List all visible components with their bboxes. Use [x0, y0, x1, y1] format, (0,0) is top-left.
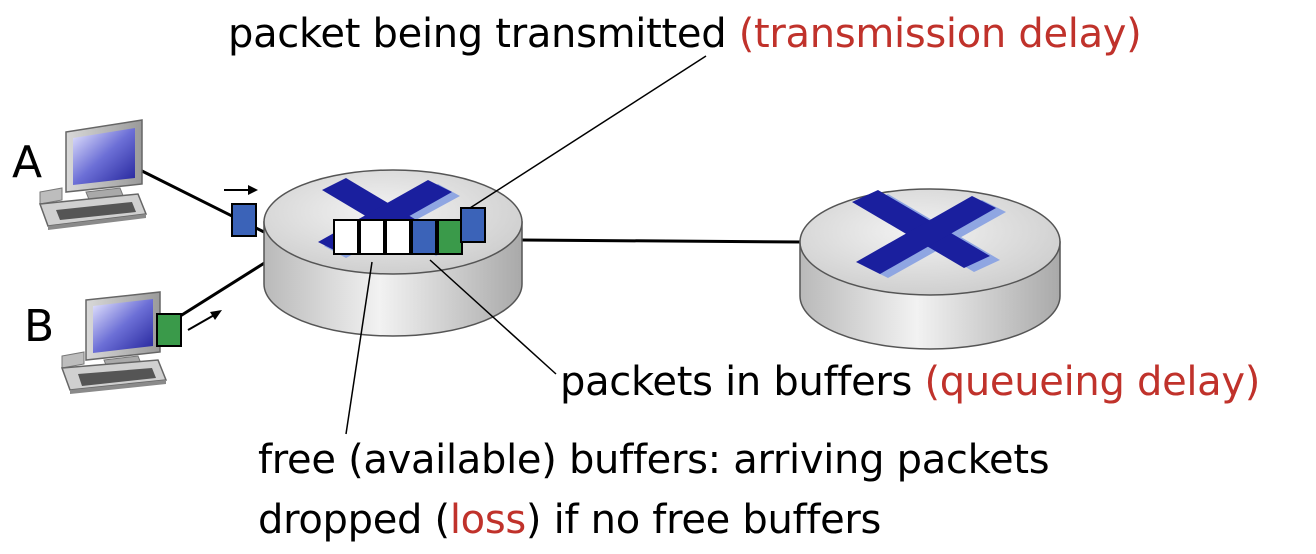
- queued-packet: [411, 219, 437, 255]
- arrow-b-icon: [187, 310, 222, 331]
- free-buffers-caption-line1: free (available) buffers: arriving packe…: [258, 437, 1050, 483]
- arriving-packet-from-b: [156, 313, 182, 347]
- no-free-buffers-text: ) if no free buffers: [525, 497, 882, 543]
- arriving-packet-from-a: [231, 203, 257, 237]
- router-2: [799, 188, 1061, 350]
- host-a-label: A: [12, 137, 43, 188]
- queued-caption: packets in buffers (queueing delay): [560, 358, 1260, 406]
- arrow-a-icon: [224, 185, 258, 195]
- callout-transmitted: [469, 55, 707, 209]
- dropped-text: dropped (: [258, 497, 450, 543]
- free-buffer-slot: [359, 219, 385, 255]
- free-buffers-caption-line2: dropped (loss) if no free buffers: [258, 496, 881, 544]
- buffer-queue: [333, 207, 486, 255]
- router-2-switch-x-icon: [852, 190, 1006, 278]
- transmitted-caption: packet being transmitted (transmission d…: [228, 10, 1142, 58]
- transmitted-text: packet being transmitted: [228, 11, 739, 57]
- transmitting-packet: [460, 207, 486, 243]
- callout-free: [345, 261, 373, 435]
- host-a-computer-icon: [38, 119, 148, 230]
- transmission-delay-text: (transmission delay): [738, 11, 1142, 57]
- free-buffer-slot: [333, 219, 359, 255]
- loss-text: loss: [449, 497, 526, 543]
- host-b-label: B: [24, 301, 55, 352]
- host-b-computer-icon: [60, 291, 168, 394]
- free-buffer-slot: [385, 219, 411, 255]
- link-router-router: [521, 238, 803, 244]
- queued-packet: [437, 219, 463, 255]
- queued-text: packets in buffers: [560, 359, 925, 405]
- queueing-delay-text: (queueing delay): [924, 359, 1261, 405]
- callout-queued: [429, 259, 557, 375]
